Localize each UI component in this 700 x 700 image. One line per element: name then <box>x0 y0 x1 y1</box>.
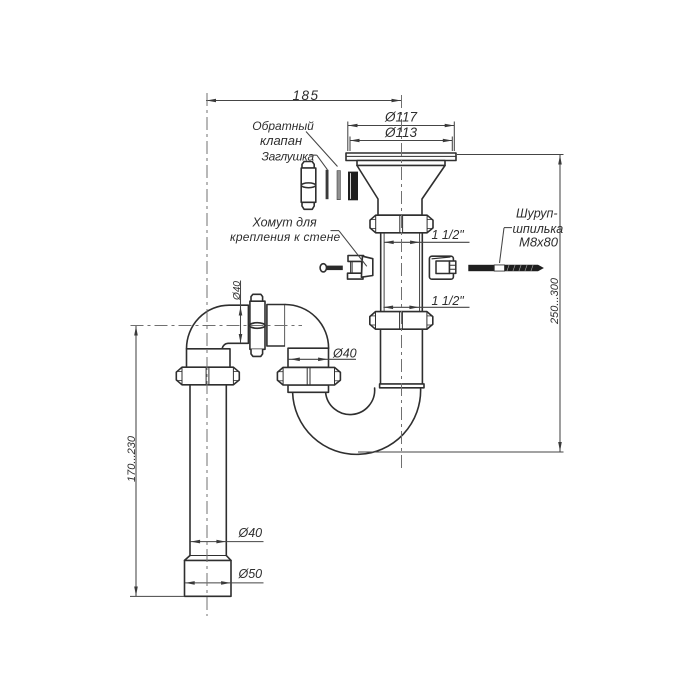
svg-text:185: 185 <box>292 88 319 103</box>
svg-text:Заглушка: Заглушка <box>262 150 315 164</box>
svg-text:Ø113: Ø113 <box>384 125 418 140</box>
svg-text:Ø40: Ø40 <box>238 526 263 540</box>
svg-text:Ø50: Ø50 <box>238 567 263 581</box>
svg-text:1 1/2": 1 1/2" <box>432 294 465 308</box>
svg-text:шпилька: шпилька <box>513 222 564 236</box>
svg-text:Ø117: Ø117 <box>384 110 418 125</box>
svg-text:крепления к стене: крепления к стене <box>230 230 341 244</box>
svg-text:1 1/2": 1 1/2" <box>432 228 465 242</box>
svg-text:Ø40: Ø40 <box>232 281 243 301</box>
svg-text:М8х80: М8х80 <box>519 234 559 249</box>
svg-text:клапан: клапан <box>260 133 302 148</box>
svg-text:Хомут для: Хомут для <box>252 215 318 229</box>
svg-text:250...300: 250...300 <box>549 277 561 325</box>
svg-text:170...230: 170...230 <box>126 435 138 482</box>
svg-text:Обратный: Обратный <box>252 119 314 133</box>
svg-text:Шуруп-: Шуруп- <box>516 207 558 221</box>
svg-text:Ø40: Ø40 <box>332 346 357 360</box>
